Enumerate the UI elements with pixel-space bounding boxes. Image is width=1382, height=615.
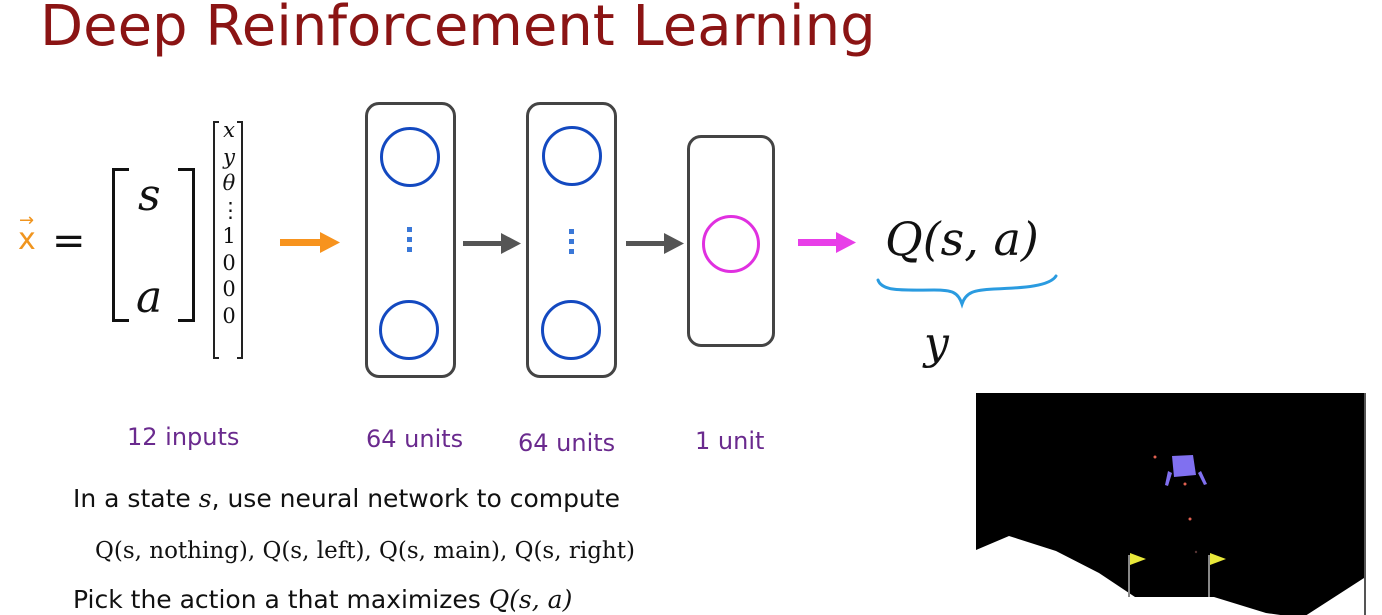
neuron <box>542 126 602 186</box>
output-arrow-icon <box>798 232 856 253</box>
target-symbol: y <box>924 318 949 369</box>
input-arrow-icon <box>280 232 340 253</box>
vertical-ellipsis-icon <box>407 227 413 257</box>
vector-value: 1 <box>222 224 236 248</box>
particle <box>1153 455 1157 459</box>
neuron <box>380 127 440 187</box>
small-left-bracket <box>213 121 219 359</box>
terrain <box>976 536 1364 615</box>
line3-expression: Q(s, a) <box>488 585 573 614</box>
lander-leg-right-icon <box>1198 471 1207 485</box>
line1-suffix: , use neural network to compute <box>211 484 621 513</box>
hidden-arrow-icon <box>463 233 521 254</box>
output-neuron <box>702 215 760 273</box>
small-right-bracket <box>237 121 243 359</box>
slide-title: Deep Reinforcement Learning <box>40 0 876 59</box>
vector-value: y <box>223 144 235 169</box>
flag-left-icon <box>1130 553 1146 565</box>
lander-leg-left-icon <box>1165 471 1172 486</box>
hidden-layer-1 <box>365 102 456 378</box>
output-expression: Q(s, a) <box>885 212 1039 266</box>
q-value: Q(s, right) <box>514 538 635 564</box>
lander-body-icon <box>1172 455 1196 477</box>
q-value: Q(s, left) <box>262 538 365 564</box>
vector-value: θ <box>222 171 236 195</box>
vector-value: 0 <box>222 250 236 275</box>
layer-label-hidden-1: 64 units <box>366 425 464 453</box>
hidden-layer-2 <box>526 102 617 378</box>
particle <box>1183 482 1187 486</box>
layer-label-hidden-2: 64 units <box>518 429 616 457</box>
explanation-line-3: Pick the action a that maximizes Q(s, a) <box>73 585 572 614</box>
state-action-values: x y θ ⋮ 1 0 0 0 <box>220 117 241 329</box>
state-action-vector: x y θ ⋮ 1 0 0 0 <box>213 117 243 361</box>
vector-entry-s: s <box>138 170 161 221</box>
lunar-lander-scene <box>976 393 1366 615</box>
q-value: Q(s, nothing) <box>95 538 248 564</box>
explanation-line-1: In a state s, use neural network to comp… <box>73 484 620 513</box>
neuron <box>541 300 601 360</box>
layer-label-output: 1 unit <box>695 427 765 455</box>
vector-value: ⋮ <box>220 197 241 222</box>
vector-value: x <box>223 118 235 142</box>
particle <box>1188 517 1192 521</box>
lunar-lander-canvas <box>976 455 1364 615</box>
line1-prefix: In a state <box>73 484 199 513</box>
underbrace-icon <box>876 274 1058 309</box>
left-bracket <box>112 168 129 322</box>
flag-right-icon <box>1210 553 1226 565</box>
x-symbol: x <box>18 222 36 257</box>
neuron <box>379 300 439 360</box>
input-vector-symbol: → x <box>18 210 36 257</box>
layer-label-input: 12 inputs <box>127 423 240 451</box>
vertical-ellipsis-icon <box>569 229 575 259</box>
q-value: Q(s, main) <box>379 538 500 564</box>
vector-value: 0 <box>222 303 236 328</box>
q-values-line: Q(s, nothing), Q(s, left), Q(s, main), Q… <box>95 538 635 564</box>
vector-entry-a: a <box>136 272 163 323</box>
state-variable: s <box>198 484 212 513</box>
output-layer <box>687 135 775 347</box>
particle <box>1194 550 1198 554</box>
vector-value: 0 <box>222 277 236 301</box>
equals-sign: = <box>52 218 86 264</box>
hidden-arrow-icon <box>626 233 684 254</box>
vector-arrow-icon: → <box>19 210 35 231</box>
line3-prefix: Pick the action a that maximizes <box>73 585 489 614</box>
right-bracket <box>178 168 195 322</box>
